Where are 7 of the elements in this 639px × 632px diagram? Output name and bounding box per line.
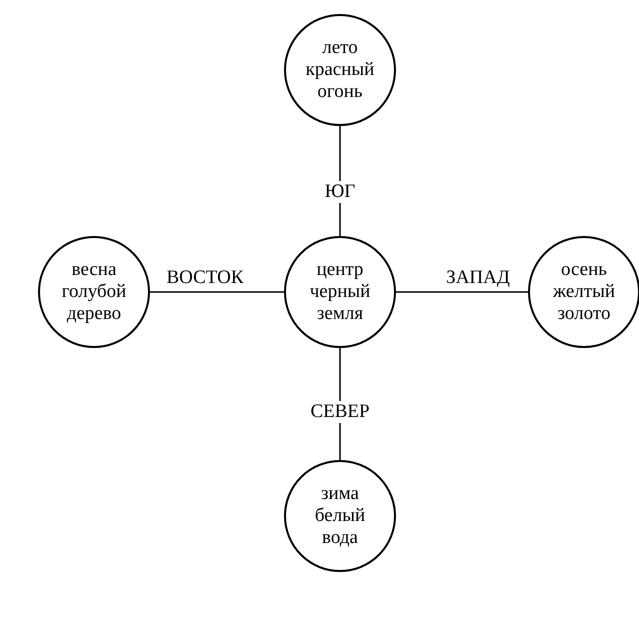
- connector-line: [150, 291, 284, 293]
- node-text: центр черный земля: [310, 259, 370, 325]
- node-text: осень желтый золото: [552, 259, 616, 325]
- node-text: весна голубой дерево: [62, 259, 126, 325]
- node-text: лето красный огонь: [306, 37, 374, 103]
- connector-line: [396, 291, 528, 293]
- node-text: зима белый вода: [314, 483, 366, 549]
